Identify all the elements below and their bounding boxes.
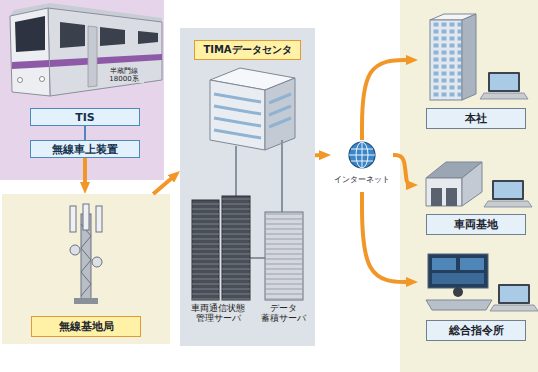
- device-label: TIS: [75, 111, 95, 124]
- control-room-icon: [453, 287, 463, 297]
- train-illustration: [60, 22, 85, 48]
- train-illustration: [138, 31, 158, 44]
- train-illustration: [40, 77, 45, 82]
- control-room-icon: [432, 258, 456, 270]
- train-illustration: [18, 78, 23, 83]
- data-center-panel: TIMAデータセンタ: [180, 28, 315, 346]
- globe-icon: [349, 142, 375, 168]
- connector-arrow: [83, 158, 87, 188]
- antenna-tower: [92, 257, 102, 267]
- antenna-tower: [74, 298, 98, 304]
- control-room-icon: [428, 254, 488, 288]
- train-illustration: [100, 27, 125, 46]
- connector-arrow: [315, 153, 325, 157]
- device-label: 無線車上装置: [52, 142, 118, 157]
- internet-node: インターネット: [331, 140, 393, 192]
- train-illustration: [48, 8, 162, 96]
- globe-icon: [349, 142, 375, 168]
- panel-background: [0, 0, 164, 180]
- node-label: 総合指令所: [426, 320, 526, 341]
- depot-icon: [431, 188, 442, 206]
- server-label: 車両通信状態 管理サーバ: [182, 304, 254, 324]
- antenna-tower: [81, 224, 91, 296]
- connector-line: [84, 126, 86, 140]
- panel-background: [180, 28, 315, 346]
- antenna-tower: [96, 206, 102, 232]
- site-node: 本社: [418, 6, 534, 130]
- train-illustration: [12, 60, 49, 69]
- antenna-tower: [70, 206, 76, 232]
- control-room-icon: [432, 273, 484, 284]
- depot-icon: [462, 162, 482, 206]
- node-label: 無線基地局: [31, 316, 141, 337]
- site-node: 車両基地: [418, 142, 534, 240]
- server-rack: [192, 196, 303, 300]
- server-rack: [222, 196, 250, 300]
- globe-icon: [349, 142, 375, 168]
- server-rack: [192, 200, 219, 300]
- panel-background: [400, 0, 538, 372]
- train-illustration: [10, 3, 162, 96]
- train-illustration: [15, 16, 45, 52]
- control-room-icon: [426, 254, 538, 311]
- server-rack: [222, 196, 250, 300]
- connector-arrow: [153, 175, 175, 194]
- data-center-building: [210, 80, 265, 150]
- office-icon: [430, 20, 462, 100]
- connector-arrow: [393, 155, 412, 185]
- site-node: 総合指令所: [418, 250, 534, 346]
- server-label: データ 蓄積サーバ: [256, 304, 310, 324]
- vehicle-name: 半蔵門線 18000系: [104, 67, 144, 83]
- server-rack: [265, 212, 303, 300]
- connector-arrow: [362, 192, 412, 282]
- depot-icon: [484, 180, 532, 207]
- node-label: 本社: [426, 108, 526, 129]
- data-center-building: [214, 94, 291, 138]
- office-icon: [480, 72, 528, 99]
- train-illustration: [88, 26, 97, 87]
- panel-background: [2, 194, 170, 344]
- depot-icon: [426, 162, 532, 207]
- depot-icon: [426, 178, 462, 206]
- control-room-icon: [490, 284, 538, 311]
- antenna-tower: [70, 245, 80, 255]
- connector-arrow: [362, 60, 412, 140]
- office-icon: [430, 14, 528, 100]
- node-label: TIMAデータセンタ: [194, 40, 300, 60]
- train-illustration: [10, 8, 50, 96]
- depot-icon: [446, 188, 457, 206]
- base-station-panel: 無線基地局: [2, 194, 170, 344]
- server-rack: [192, 200, 219, 300]
- device-box: TIS: [30, 108, 140, 126]
- office-icon: [462, 14, 476, 100]
- node-label: 車両基地: [426, 214, 526, 235]
- connector-group: [85, 60, 412, 282]
- device-box: 無線車上装置: [30, 140, 140, 158]
- control-room-icon: [460, 258, 484, 270]
- antenna-tower: [83, 204, 89, 230]
- server-rack: [265, 212, 303, 300]
- office-icon: [430, 20, 462, 100]
- data-center-building: [210, 68, 295, 150]
- antenna-tower: [70, 204, 102, 304]
- node-label: インターネット: [334, 174, 390, 185]
- train-illustration: [50, 54, 162, 67]
- control-room-icon: [426, 300, 492, 310]
